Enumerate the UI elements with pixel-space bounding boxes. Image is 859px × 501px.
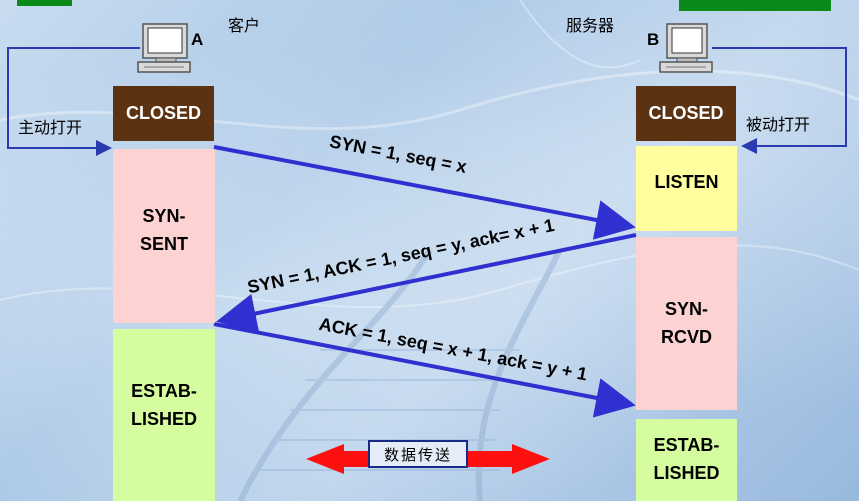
data-transfer-label: 数据传送 — [368, 440, 468, 468]
syn-arrow — [213, 145, 636, 240]
server-state-syn-rcvd: SYN- RCVD — [636, 237, 737, 410]
active-open-label: 主动打开 — [18, 118, 83, 137]
server-state-established: ESTAB- LISHED — [636, 419, 737, 501]
ack-message: ACK = 1, seq = x + 1, ack = y + 1 — [317, 314, 589, 385]
client-caption: 客户 — [228, 16, 261, 35]
client-state-closed: CLOSED — [113, 86, 214, 141]
ack-arrow — [213, 322, 636, 418]
client-state-syn-sent: SYN- SENT — [113, 149, 215, 323]
passive-open-label: 被动打开 — [746, 115, 811, 134]
syn-message: SYN = 1, seq = x — [328, 131, 468, 177]
corner-decoration-right — [679, 0, 831, 11]
server-computer-icon — [659, 23, 713, 73]
active-open-arrow — [7, 47, 140, 156]
client-state-established: ESTAB- LISHED — [113, 329, 215, 501]
server-letter: B — [647, 30, 660, 49]
server-state-listen: LISTEN — [636, 146, 737, 231]
client-computer-icon — [137, 23, 191, 73]
server-caption: 服务器 — [566, 16, 615, 35]
passive-open-arrow — [712, 47, 847, 154]
syn-ack-arrow — [216, 233, 637, 334]
client-letter: A — [191, 30, 204, 49]
corner-decoration-left — [17, 0, 72, 6]
server-state-closed: CLOSED — [636, 86, 736, 141]
